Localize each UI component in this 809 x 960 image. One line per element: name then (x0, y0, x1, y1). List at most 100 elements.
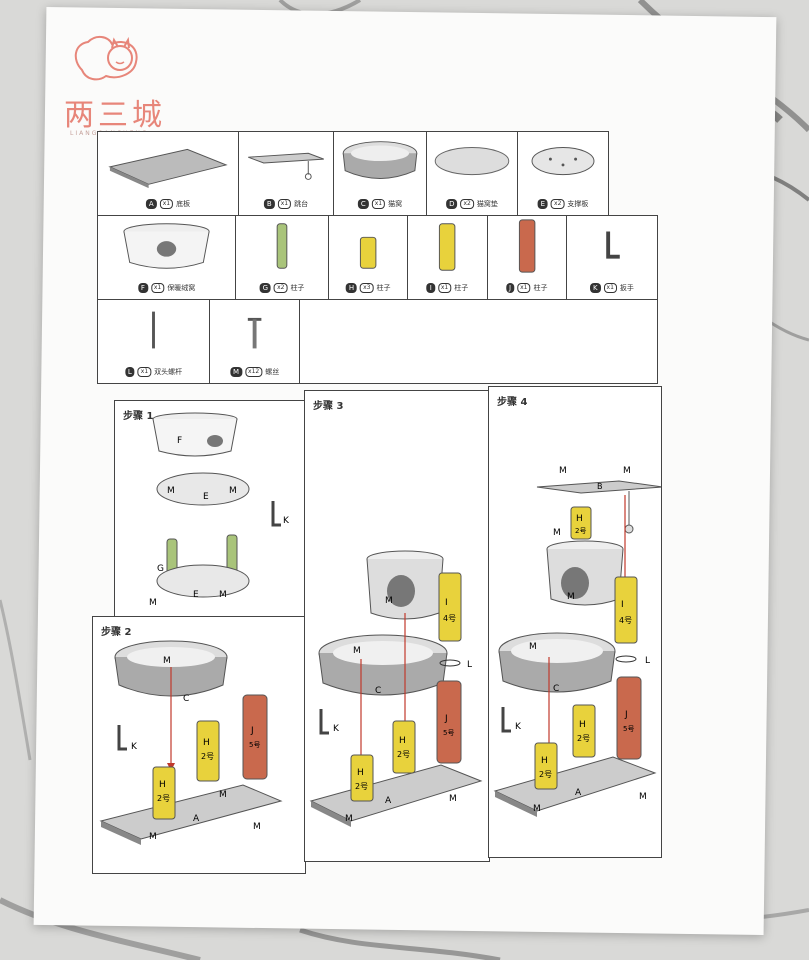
svg-text:M: M (229, 486, 237, 496)
svg-text:M: M (149, 598, 157, 608)
base-board-icon (108, 148, 228, 189)
step4-post-h-label: 2号 (575, 527, 586, 535)
svg-text:E: E (203, 492, 209, 502)
svg-text:M: M (567, 592, 575, 602)
svg-text:L: L (467, 660, 472, 670)
svg-text:G: G (157, 564, 164, 574)
svg-text:M: M (219, 790, 227, 800)
svg-text:J: J (250, 726, 254, 736)
svg-text:H: H (203, 738, 210, 748)
svg-text:E: E (193, 590, 199, 600)
post-i-icon (439, 223, 456, 271)
svg-text:M: M (529, 642, 537, 652)
svg-text:K: K (283, 516, 290, 526)
step3-post-i-label: 4号 (443, 614, 456, 623)
post-g-icon (276, 223, 288, 269)
cat-logo-icon (74, 36, 138, 81)
step-3-title: 步骤 3 (313, 401, 344, 412)
step-4-title: 步骤 4 (497, 397, 528, 408)
step3-post-j-label: 5号 (443, 729, 454, 737)
svg-text:H: H (399, 736, 406, 746)
step2-post-j-label: 5号 (249, 741, 260, 749)
svg-text:B: B (597, 482, 603, 491)
screw-icon (247, 317, 262, 349)
svg-text:M: M (149, 832, 157, 842)
svg-text:M: M (385, 596, 393, 606)
step4-post-h2-label: 2号 (539, 770, 552, 779)
svg-text:M: M (163, 656, 171, 666)
svg-text:F: F (177, 436, 182, 446)
svg-text:M: M (639, 792, 647, 802)
svg-text:M: M (353, 646, 361, 656)
svg-text:I: I (621, 600, 624, 610)
step-1-diagram: F M E M K G M E M (149, 412, 290, 608)
step2-post-h2-label: 2号 (201, 752, 214, 761)
platform-icon (248, 152, 324, 180)
svg-text:A: A (385, 796, 392, 806)
step-2-title: 步骤 2 (101, 627, 132, 638)
svg-text:K: K (131, 742, 138, 752)
svg-text:M: M (623, 466, 631, 476)
step4-post-j-label: 5号 (623, 725, 634, 733)
svg-text:C: C (553, 684, 559, 694)
svg-text:A: A (193, 814, 200, 824)
svg-text:C: C (183, 694, 189, 704)
svg-text:K: K (515, 722, 522, 732)
step-2: 步骤 2 M C K H 2号 H 2号 J 5号 M A M M (92, 616, 306, 874)
step-1: 步骤 1 F M E M K G M E M (114, 400, 306, 618)
svg-text:M: M (449, 794, 457, 804)
svg-text:C: C (375, 686, 381, 696)
svg-text:H: H (541, 756, 548, 766)
svg-text:H: H (357, 768, 364, 778)
step-2-diagram: M C K H 2号 H 2号 J 5号 M A M M (99, 640, 283, 845)
svg-text:H: H (576, 514, 583, 524)
svg-text:M: M (559, 466, 567, 476)
svg-text:M: M (219, 590, 227, 600)
assembly-steps: 步骤 1 F M E M K G M E M 步骤 2 M C K (92, 380, 662, 880)
svg-text:H: H (159, 780, 166, 790)
double-bolt-icon (152, 311, 155, 349)
cat-bed-icon (342, 141, 418, 179)
warm-nest-icon (123, 223, 210, 269)
svg-text:M: M (533, 804, 541, 814)
brand-logo: 两三城 LIANGSANCHENG (62, 30, 202, 137)
svg-text:H: H (579, 720, 586, 730)
step4-post-i-label: 4号 (619, 616, 632, 625)
step-4: 步骤 4 M M B H 2号 M M I 4号 L M C K H 2号 (488, 386, 662, 858)
post-h-icon (359, 236, 377, 269)
brand-name: 两三城 (64, 98, 166, 133)
svg-text:J: J (444, 714, 448, 724)
post-j-icon (518, 219, 536, 273)
svg-text:I: I (445, 598, 448, 608)
svg-text:L: L (645, 656, 650, 666)
svg-text:M: M (553, 528, 561, 538)
svg-text:M: M (345, 814, 353, 824)
svg-text:M: M (253, 822, 261, 832)
wrench-icon (606, 231, 620, 259)
svg-text:J: J (624, 710, 628, 720)
step2-post-h-label: 2号 (157, 794, 170, 803)
step4-post-h3-label: 2号 (577, 734, 590, 743)
step3-post-h2-label: 2号 (397, 750, 410, 759)
svg-text:A: A (575, 788, 582, 798)
step-1-title: 步骤 1 (123, 411, 154, 422)
svg-text:M: M (167, 486, 175, 496)
support-plate-icon (531, 147, 595, 176)
parts-empty-cell (299, 299, 658, 384)
step-4-diagram: M M B H 2号 M M I 4号 L M C K H 2号 H 2号 (493, 466, 661, 817)
